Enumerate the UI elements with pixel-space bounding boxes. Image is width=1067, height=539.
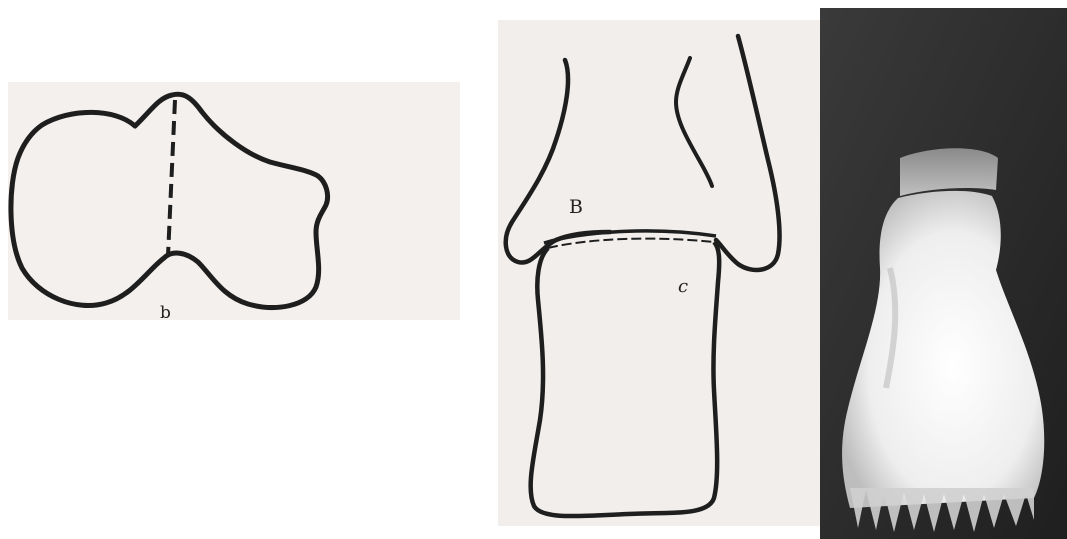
middle-label-lower: c	[678, 276, 688, 297]
lower-bone-outline	[531, 242, 720, 516]
upper-bone-right-contour	[716, 36, 780, 270]
middle-bone-drawing: B c	[0, 0, 820, 539]
middle-label-upper: B	[569, 196, 583, 218]
xray-photograph	[820, 8, 1067, 539]
upper-bone-inner-contour	[676, 58, 712, 186]
joint-line-lower	[548, 239, 714, 248]
joint-line-upper	[544, 231, 716, 243]
